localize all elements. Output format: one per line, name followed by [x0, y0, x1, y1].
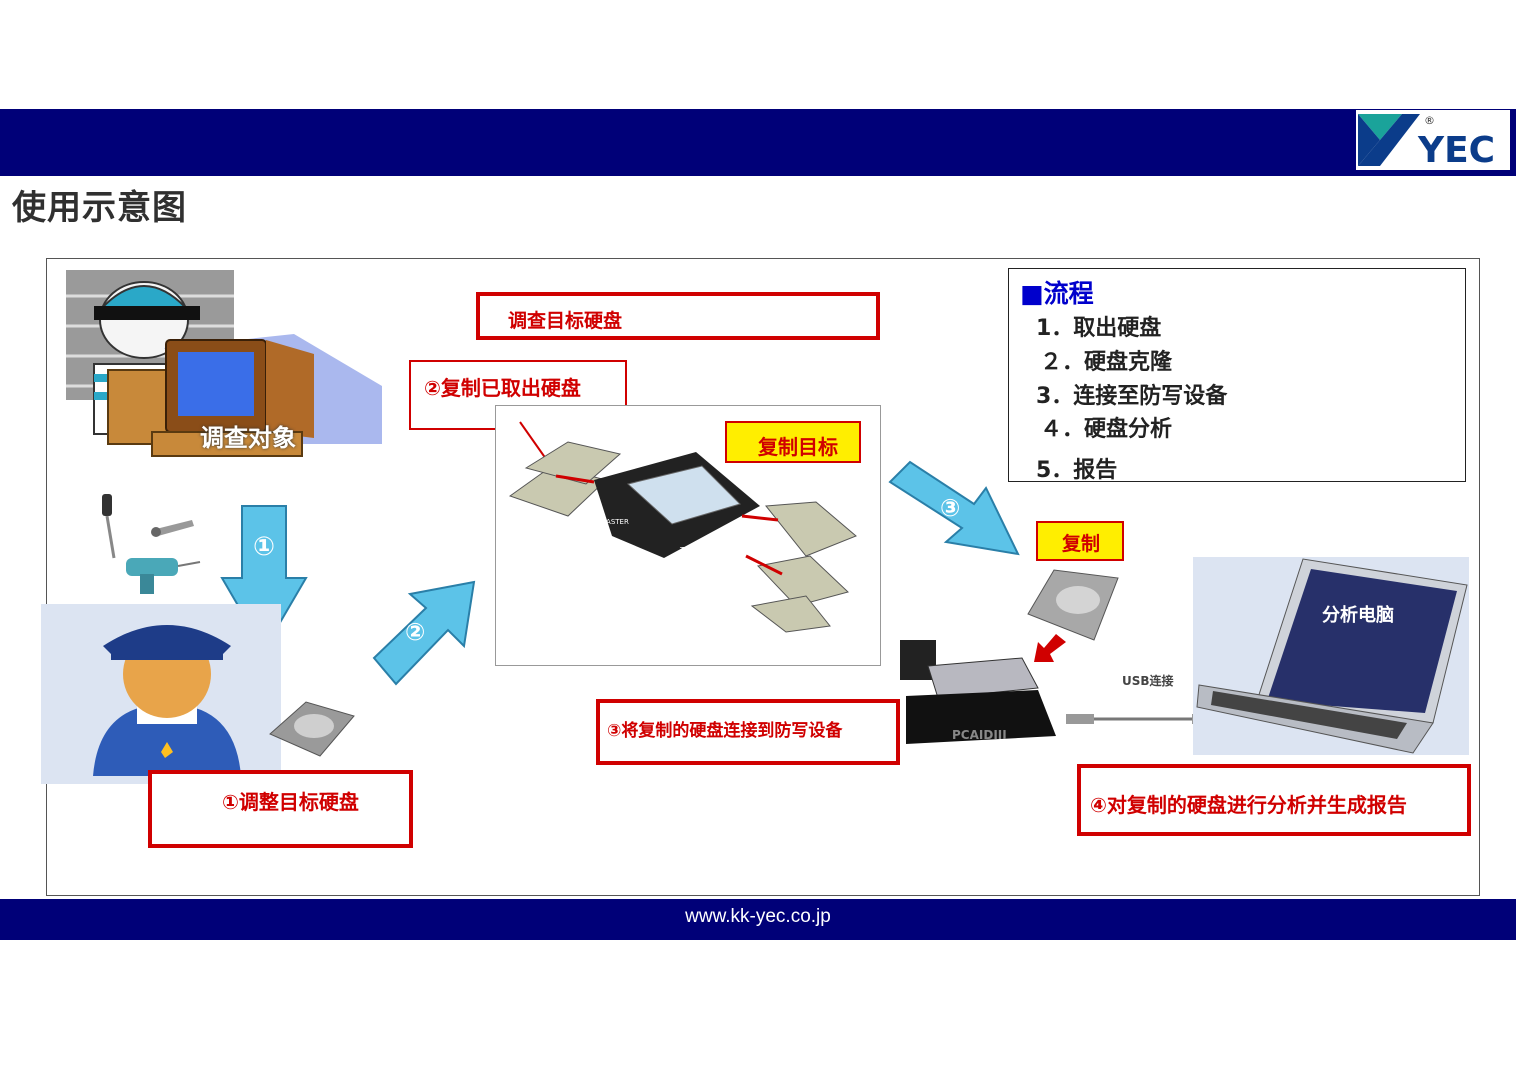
- copy-removed-disk-text: ②复制已取出硬盘: [424, 376, 581, 400]
- down-red-arrow-icon: [1032, 632, 1068, 664]
- svg-text:MASTER: MASTER: [600, 518, 629, 526]
- connect-write-protect-box: [596, 699, 900, 765]
- arrow-step3-label: ③: [940, 494, 961, 522]
- header-bar: [0, 109, 1516, 176]
- flow-item: ２．硬盘克隆: [1040, 350, 1173, 375]
- copy-box: [1036, 521, 1124, 561]
- usb-connection-label: USB连接: [1122, 674, 1174, 688]
- analysis-laptop: [1193, 557, 1469, 755]
- copy-text: 复制: [1062, 533, 1101, 555]
- flow-item: 5．报告: [1036, 458, 1118, 483]
- analyze-report-box: [1077, 764, 1471, 836]
- analyze-report-text: ④对复制的硬盘进行分析并生成报告: [1090, 793, 1407, 817]
- footer-bar: [0, 899, 1516, 940]
- flow-item: 1．取出硬盘: [1036, 316, 1162, 341]
- yec-logo: YEC ®: [1356, 110, 1510, 171]
- copy-target-text: 复制目标: [758, 435, 838, 459]
- footer-url: www.kk-yec.co.jp: [685, 906, 831, 927]
- svg-text:®: ®: [1424, 114, 1435, 127]
- connect-write-protect-text: ③将复制的硬盘连接到防写设备: [607, 721, 843, 741]
- svg-text:TARGET: TARGET: [679, 546, 708, 554]
- arrow-step3: [886, 458, 1022, 558]
- investigate-target-disk-text: 调查目标硬盘: [508, 310, 623, 332]
- arrow-step1-label: ①: [253, 532, 276, 562]
- svg-text:YEC: YEC: [1417, 130, 1495, 170]
- arrow-step2: [370, 578, 480, 690]
- adjust-target-disk-box: [148, 770, 413, 848]
- police-illustration: [41, 604, 281, 784]
- write-protect-device: [898, 636, 1058, 746]
- flow-item: 3．连接至防写设备: [1036, 384, 1228, 409]
- flow-title: ■流程: [1020, 279, 1094, 308]
- copy-target-box: [725, 421, 861, 463]
- page-title: 使用示意图: [12, 188, 187, 228]
- arrow-step2-label: ②: [405, 618, 426, 646]
- device-name-label: PCAIDIII: [952, 728, 1007, 742]
- flow-item: ４．硬盘分析: [1040, 417, 1173, 442]
- hdd-copied: [1024, 560, 1122, 644]
- diagram-frame: [46, 258, 1480, 896]
- adjust-target-disk-text: ①调整目标硬盘: [222, 790, 359, 814]
- investigate-target-disk-box: [476, 292, 880, 340]
- tools-illustration: [96, 490, 206, 600]
- hdd-small: [266, 694, 358, 764]
- analysis-pc-label: 分析电脑: [1322, 605, 1394, 626]
- subject-label: 调查对象: [200, 424, 296, 452]
- flow-box: [1008, 268, 1466, 482]
- suspect-illustration: 60: [64, 268, 394, 463]
